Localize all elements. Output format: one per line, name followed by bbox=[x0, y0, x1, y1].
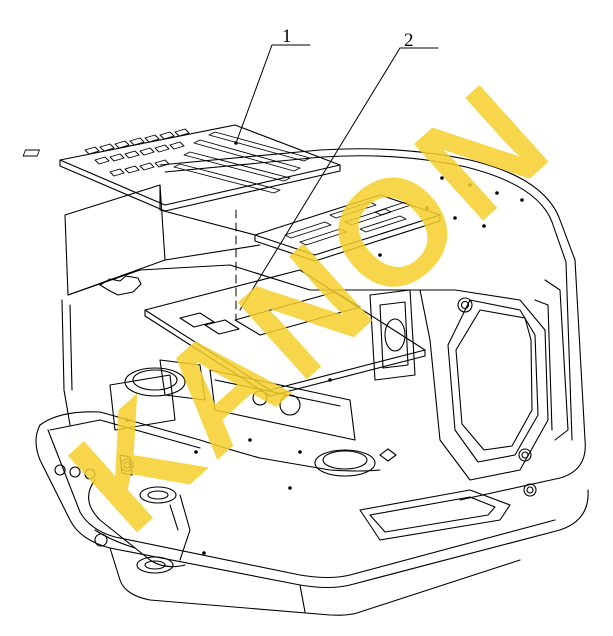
callout-label-1: 1 bbox=[282, 26, 292, 47]
inner-frame bbox=[64, 184, 421, 296]
inner-mechanism bbox=[109, 289, 416, 477]
fasteners bbox=[125, 141, 524, 555]
callout-label-2: 2 bbox=[404, 30, 414, 51]
leader-lines bbox=[235, 44, 439, 321]
front-panel bbox=[54, 454, 191, 574]
callout-1-leader bbox=[235, 44, 273, 144]
mounting-plate bbox=[144, 269, 426, 397]
housing-body bbox=[35, 148, 589, 616]
callout-2-leader bbox=[239, 47, 401, 311]
right-vent-plate bbox=[254, 194, 441, 262]
side-bolts bbox=[120, 297, 537, 497]
top-vent-plate bbox=[22, 124, 341, 212]
